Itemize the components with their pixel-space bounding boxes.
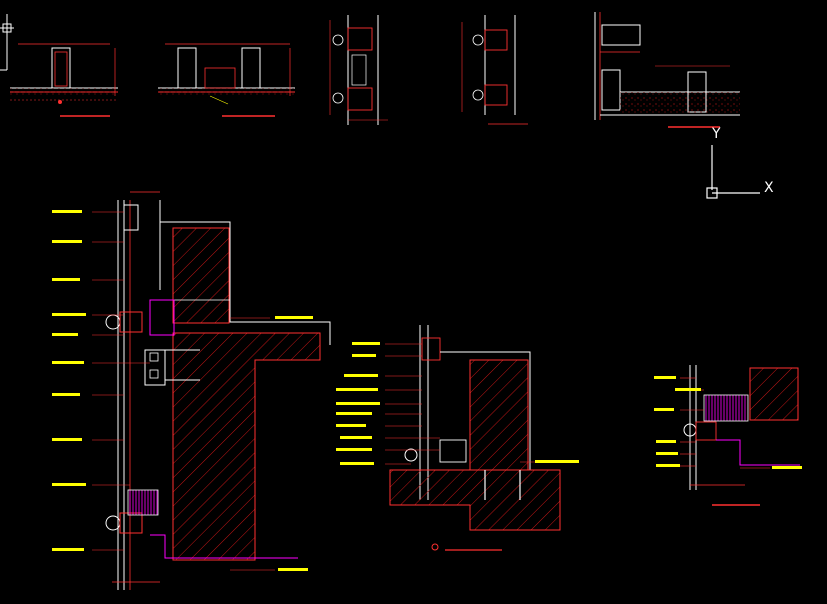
detail-section-4 bbox=[461, 15, 528, 125]
right-section-label-marks bbox=[654, 376, 802, 469]
middle-section bbox=[389, 325, 561, 531]
detail-section-3 bbox=[329, 15, 388, 125]
ucs-y-label: Y bbox=[711, 126, 721, 142]
crosshair-cursor bbox=[0, 14, 14, 71]
right-section bbox=[683, 365, 800, 490]
middle-section-label-marks bbox=[336, 342, 579, 465]
middle-section-leaders bbox=[385, 343, 540, 465]
ucs-icon: Y X bbox=[706, 126, 774, 199]
detail-plan-2 bbox=[158, 43, 295, 105]
main-section-leaders bbox=[92, 211, 275, 571]
detail-bubble-6 bbox=[431, 543, 439, 551]
main-section-label-marks bbox=[52, 210, 313, 571]
main-section bbox=[105, 191, 331, 590]
detail-corner-5 bbox=[594, 12, 740, 120]
ucs-x-label: X bbox=[764, 180, 774, 196]
detail-plan-1 bbox=[10, 43, 118, 104]
